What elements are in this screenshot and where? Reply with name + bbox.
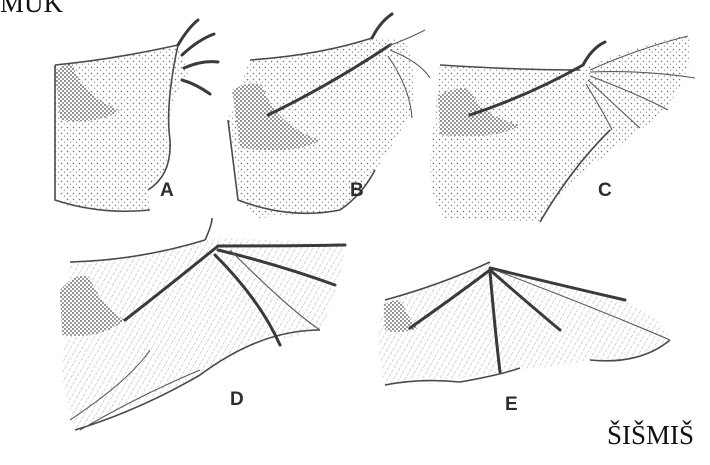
panel-label-e: E (505, 394, 518, 415)
wing-panel-b: B (228, 14, 430, 218)
panel-label-d: D (230, 389, 244, 410)
wing-panel-c: C (430, 35, 695, 222)
wing-panel-d: D (60, 218, 345, 430)
panel-label-b: B (350, 180, 364, 201)
panel-label-c: C (598, 180, 612, 201)
wing-panel-a: A (55, 20, 218, 212)
wing-panel-e: E (379, 262, 671, 415)
claw-icon (178, 20, 218, 94)
panel-label-a: A (160, 180, 174, 201)
